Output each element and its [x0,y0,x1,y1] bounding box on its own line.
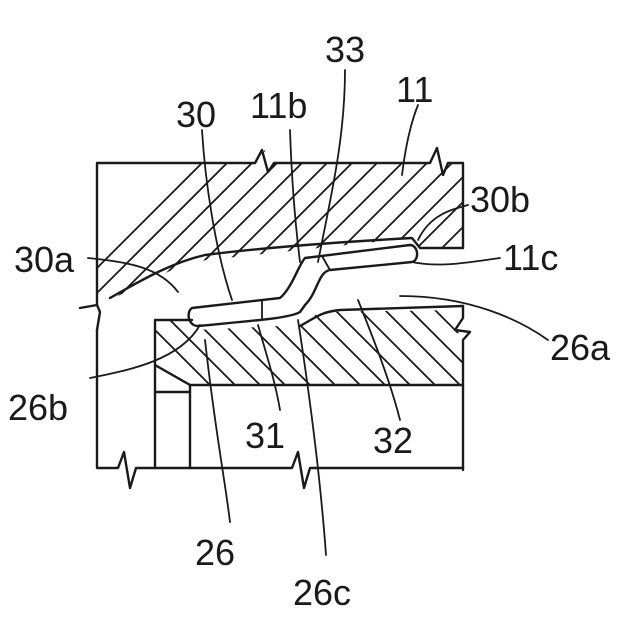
label-26: 26 [195,532,235,573]
label-30a: 30a [14,239,75,280]
leader-lines [88,70,548,555]
label-30b: 30b [470,179,530,220]
housing-break-left [80,305,100,330]
seal-division-33 [322,256,330,270]
label-30: 30 [176,94,216,135]
label-11b: 11b [250,85,307,126]
label-32: 32 [373,420,413,461]
label-31: 31 [245,415,285,456]
label-11: 11 [396,69,433,110]
label-26a: 26a [550,327,611,368]
label-11c: 11c [503,237,558,278]
label-26c: 26c [293,572,351,613]
seal-body-outline [189,245,417,326]
housing-11-outline [97,148,463,305]
member-break-right [455,306,470,470]
member-26-top-contour [300,306,463,326]
label-33: 33 [325,29,365,70]
label-26b: 26b [8,387,68,428]
